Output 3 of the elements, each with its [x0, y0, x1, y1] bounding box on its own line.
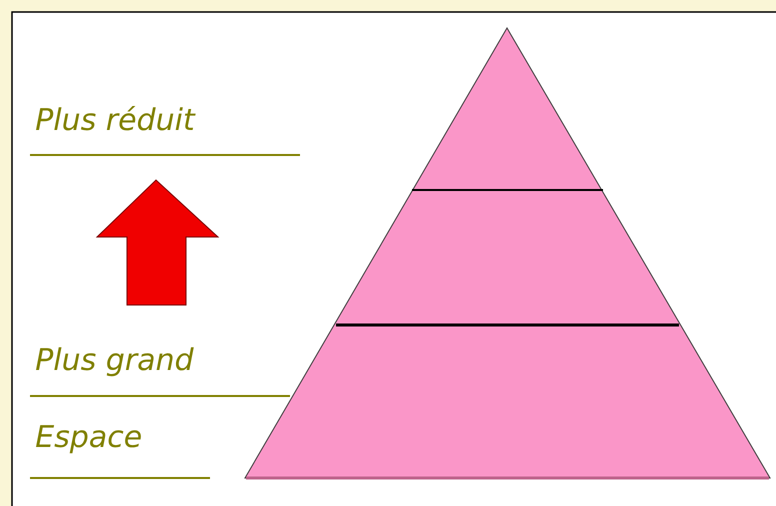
underlined-label: Plus grand	[30, 347, 290, 397]
underlined-label: Espace	[30, 425, 210, 479]
underlined-label: Plus réduit	[30, 106, 300, 156]
